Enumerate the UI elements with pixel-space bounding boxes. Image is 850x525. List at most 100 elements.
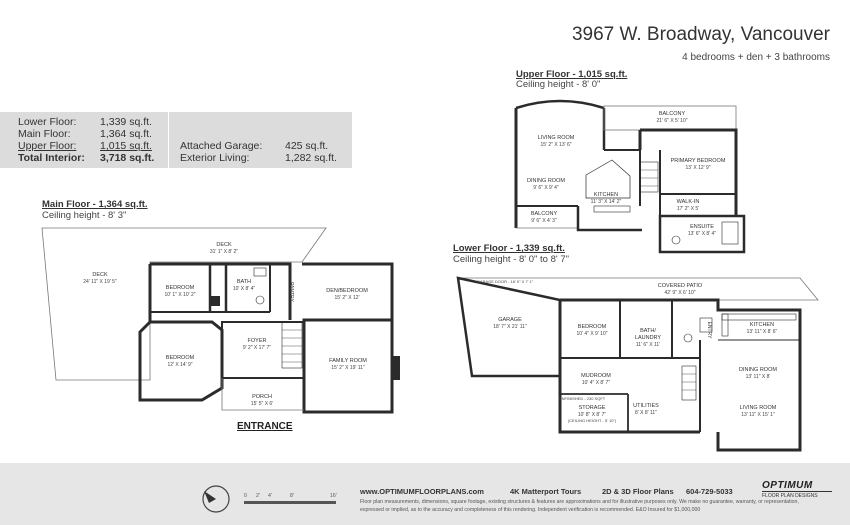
area-summary-panel: Lower Floor: 1,339 sq.ft. Main Floor: 1,…	[0, 112, 352, 168]
lower-living-label: LIVING ROOM	[740, 405, 777, 411]
logo-subtitle: FLOOR PLAN DESIGNS	[762, 493, 818, 499]
lower-laundry-label: LAUNDRY	[635, 335, 662, 341]
lower-bedroom-label: BEDROOM	[578, 324, 607, 330]
matterport-label: 4K Matterport Tours	[510, 487, 582, 496]
upper-balcony2-dim: 9' 6" X 4' 3"	[531, 218, 557, 224]
upper-floor-label: Upper Floor:	[18, 140, 77, 152]
main-floor-label: Main Floor:	[18, 128, 71, 140]
ensuite-label: ENSUITE	[690, 224, 714, 230]
walkin-label: WALK-IN	[677, 199, 700, 205]
upper-living-label: LIVING ROOM	[538, 135, 575, 141]
logo-wordmark: OPTIMUM	[762, 480, 813, 491]
deck-left-dim: 24' 11" X 19' 5"	[83, 279, 117, 285]
lower-dining-label: DINING ROOM	[739, 367, 777, 373]
disclaimer-line1: Floor plan measurements, dimensions, squ…	[360, 499, 799, 505]
lower-floor-title: Lower Floor - 1,339 sq.ft.	[453, 243, 565, 254]
lower-bedroom-dim: 10' 4" X 9' 10"	[576, 331, 607, 337]
main-bedroom1-dim: 10' 1" X 10' 2"	[164, 292, 195, 298]
floor-plans-drawing: DECK 31' 1" X 8' 2" DECK 24' 11" X 19' 5…	[41, 99, 819, 452]
ensuite-dim: 13' 6" X 8' 4"	[688, 231, 716, 237]
storage-dim: 10' 8" X 8' 7"	[578, 412, 606, 418]
main-floor-value: 1,364 sq.ft.	[100, 128, 152, 140]
porch-label: PORCH	[252, 394, 272, 400]
den-dim: 15' 2" X 12'	[334, 295, 359, 301]
upper-floor-title: Upper Floor - 1,015 sq.ft.	[516, 69, 628, 80]
phone-number: 604-729-5033	[686, 487, 733, 496]
optimum-logo: OPTIMUM FLOOR PLAN DESIGNS	[762, 480, 832, 504]
upper-balcony1-label: BALCONY	[659, 111, 686, 117]
storage-label: STORAGE	[579, 405, 606, 411]
upper-dining-dim: 9' 6" X 9' 4"	[533, 185, 559, 191]
scale-8: 8'	[290, 493, 294, 499]
mudroom-label: MUDROOM	[581, 373, 611, 379]
main-floor-plan	[41, 227, 400, 414]
deck-top-dim: 31' 1" X 8' 2"	[210, 249, 238, 255]
lower-living-dim: 13' 11" X 15' 1"	[741, 412, 775, 418]
lower-floor-ceiling: Ceiling height - 8' 0" to 8' 7"	[453, 254, 569, 265]
rooms-summary: 4 bedrooms + den + 3 bathrooms	[682, 52, 830, 63]
main-floor-ceiling: Ceiling height - 8' 3"	[42, 210, 127, 221]
lower-floor-plan	[456, 276, 819, 452]
garage-label: Attached Garage:	[180, 140, 263, 152]
lower-kitchen-dim: 13' 11" X 8' 6"	[747, 329, 778, 335]
scale-2: 2'	[256, 493, 260, 499]
total-interior-label: Total Interior:	[18, 152, 85, 164]
garage-value: 425 sq.ft.	[285, 140, 329, 152]
upper-floor-labels: BALCONY 21' 6" X 5' 10" LIVING ROOM 15' …	[527, 111, 726, 237]
main-floor-labels: DECK 31' 1" X 8' 2" DECK 24' 11" X 19' 5…	[83, 242, 368, 407]
exterior-value: 1,282 sq.ft.	[285, 152, 337, 164]
storage-ceiling: (CEILING HEIGHT - 5' 10")	[568, 418, 617, 423]
patio-label: COVERED PATIO	[658, 283, 703, 289]
lower-floor-label: Lower Floor:	[18, 116, 77, 128]
walkin-dim: 17' 2" X 5'	[677, 206, 699, 212]
foyer-label: FOYER	[248, 338, 267, 344]
main-bedroom2-label: BEDROOM	[166, 355, 195, 361]
scale-bar	[244, 501, 336, 504]
total-interior-value: 3,718 sq.ft.	[100, 152, 155, 164]
disclaimer-line2: expressed or implied, as to the accuracy…	[360, 507, 701, 513]
lower-kitchen-label: KITCHEN	[750, 322, 774, 328]
compass-icon	[202, 485, 230, 513]
garage-label: GARAGE	[498, 317, 522, 323]
foyer-dim: 9' 2" X 17' 7"	[243, 345, 271, 351]
exterior-label: Exterior Living:	[180, 152, 250, 164]
upper-floor-value: 1,015 sq.ft.	[100, 140, 152, 152]
main-bedroom2-dim: 12' X 14' 9"	[167, 362, 192, 368]
primary-bedroom-dim: 13' X 12' 9"	[685, 165, 710, 171]
logo-rule	[762, 491, 832, 492]
unfinished-label: UNFINISHED - 230 SQFT	[559, 396, 606, 401]
upper-floor-ceiling: Ceiling height - 8' 0"	[516, 79, 601, 90]
lower-floor-labels: GARAGE DOOR - 16' 0" X 7' 1" GARAGE 18' …	[477, 279, 778, 423]
scale-4: 4'	[268, 493, 272, 499]
utilities-label: UTILITIES	[633, 403, 659, 409]
scale-0: 0	[244, 493, 247, 499]
lower-bath-label: BATH/	[640, 328, 656, 334]
upper-kitchen-dim: 11' 3" X 14' 2"	[591, 199, 622, 205]
summary-divider	[168, 112, 169, 168]
upper-floor-plan	[514, 99, 746, 254]
family-room-dim: 15' 2" X 19' 11"	[331, 365, 365, 371]
lower-dining-dim: 13' 11" X 8'	[746, 374, 771, 380]
address-title: 3967 W. Broadway, Vancouver	[571, 24, 830, 45]
plans-label: 2D & 3D Floor Plans	[602, 487, 674, 496]
porch-dim: 15' 5" X 6'	[251, 401, 273, 407]
upper-dining-label: DINING ROOM	[527, 178, 565, 184]
upper-kitchen-label: KITCHEN	[594, 192, 618, 198]
lower-floor-value: 1,339 sq.ft.	[100, 116, 152, 128]
scale-16: 16'	[330, 493, 337, 499]
garage-dim: 18' 7" X 21' 11"	[493, 324, 527, 330]
lower-entry-label: ENTRY	[706, 322, 712, 340]
den-label: DEN/BEDROOM	[326, 288, 368, 294]
website-link[interactable]: www.OPTIMUMFLOORPLANS.com	[360, 487, 484, 496]
utilities-dim: 8' X 8' 11"	[635, 410, 657, 416]
upper-balcony2-label: BALCONY	[531, 211, 558, 217]
main-bath-dim: 10' X 8' 4"	[233, 286, 256, 292]
main-bedroom1-label: BEDROOM	[166, 285, 195, 291]
pantry-label: PANTRY	[288, 282, 294, 302]
patio-dim: 42' 9" X 6' 10"	[664, 290, 695, 296]
deck-outline	[41, 227, 327, 381]
primary-bedroom-label: PRIMARY BEDROOM	[671, 158, 726, 164]
garage-door-label: GARAGE DOOR - 16' 0" X 7' 1"	[477, 279, 534, 284]
footer: 0 2' 4' 8' 16' www.OPTIMUMFLOORPLANS.com…	[0, 463, 850, 525]
deck-top-label: DECK	[216, 242, 232, 248]
